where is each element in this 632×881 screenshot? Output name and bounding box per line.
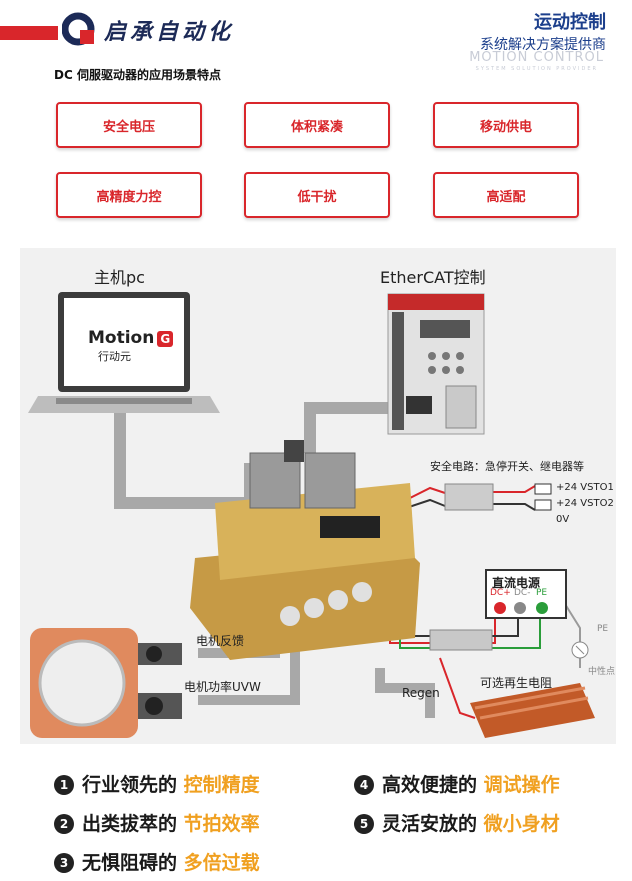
highlight-text: 出类拔萃的 [82,813,178,835]
number-badge-icon: 3 [54,853,74,873]
resistor-label: 可选再生电阻 [480,676,553,690]
highlight-text: 高效便捷的 [382,774,478,796]
highlight-text: 行业领先的 [82,774,178,796]
header-watermark: MOTION CONTROL [469,50,604,65]
highlight-keyword: 多倍过载 [183,852,260,874]
ethercat-label: EtherCAT控制 [380,268,486,287]
laptop-brand-text: Motion [88,328,155,348]
highlight-text: 无惧阻碍的 [82,852,178,874]
header-title: 运动控制 [534,12,606,33]
feature-high-compat: 高适配 [433,172,579,218]
feature-compact: 体积紧凑 [244,102,390,148]
zero-v-label: 0V [556,514,570,525]
highlight-keyword: 节拍效率 [183,813,260,835]
vsto1-label: +24 VSTO1 [556,482,614,493]
dc-minus-label: DC- [514,588,531,598]
number-badge-icon: 4 [354,775,374,795]
highlight-keyword: 控制精度 [183,774,260,796]
encoder-feedback-label: 电机反馈 [196,634,245,648]
motor-power-label: 电机功率UVW [184,680,261,694]
feature-mobile-power: 移动供电 [433,102,579,148]
feature-precision-force: 高精度力控 [56,172,202,218]
feature-low-interference: 低干扰 [244,172,390,218]
safety-circuit-label: 安全电路：急停开关、继电器等 [430,460,584,473]
highlight-item: 5 灵活安放的 微小身材 [354,809,560,836]
number-badge-icon: 5 [354,814,374,834]
regen-label: Regen [402,686,440,700]
features-title: DC 伺服驱动器的应用场景特点 [54,68,221,82]
highlight-item: 1 行业领先的 控制精度 [54,770,260,797]
header-watermark-small: SYSTEM SOLUTION PROVIDER [475,66,598,72]
brand-name: 启承自动化 [104,19,235,45]
pe-label: PE [536,588,548,598]
number-badge-icon: 2 [54,814,74,834]
number-badge-icon: 1 [54,775,74,795]
vsto2-label: +24 VSTO2 [556,498,614,509]
highlight-item: 2 出类拔萃的 节拍效率 [54,809,260,836]
highlight-keyword: 调试操作 [483,774,560,796]
feature-safe-voltage: 安全电压 [56,102,202,148]
dc-plus-label: DC+ [490,588,511,598]
header-red-bar [0,26,58,40]
laptop-sub: 行动元 [98,350,131,363]
header-subtitle: 系统解决方案提供商 [480,37,606,53]
highlight-item: 4 高效便捷的 调试操作 [354,770,560,797]
dc-power-label: 直流电源 [492,576,541,590]
pc-label: 主机pc [94,268,145,287]
highlight-keyword: 微小身材 [483,813,560,835]
highlight-item: 3 无惧阻碍的 多倍过载 [54,848,260,875]
neutral-label: 中性点 [588,667,616,677]
laptop-brand-g-icon: G [157,331,174,347]
highlight-text: 灵活安放的 [382,813,478,835]
brand-logo-icon [62,12,95,46]
diagram-drawing [28,292,595,738]
pe-ground-label: PE [597,624,609,634]
